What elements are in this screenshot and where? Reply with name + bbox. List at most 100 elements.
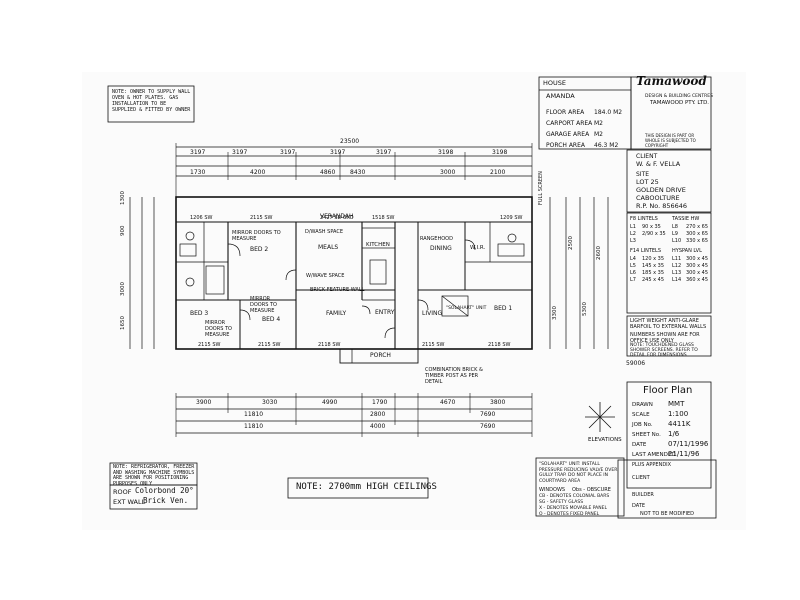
- top-dimension: 3197: [330, 149, 346, 156]
- lintel-code: L5: [630, 263, 636, 269]
- area-value: 184.0 M2: [594, 109, 623, 116]
- legend-row: SG - SAFETY GLASS: [539, 500, 584, 505]
- bottom-dimension: 4670: [440, 399, 456, 406]
- lintel-code: L12: [672, 263, 682, 269]
- title-value: 4411K: [668, 420, 691, 428]
- bottom-dimension: 3800: [490, 399, 506, 406]
- title-label: DRAWN: [632, 402, 653, 408]
- lintel-code: L3: [630, 238, 636, 244]
- signature-builder: BUILDER: [632, 492, 654, 498]
- lintel-size: 145 x 35: [642, 263, 665, 269]
- lintel-code: L14: [672, 277, 682, 283]
- room-kitchen: KITCHEN: [366, 242, 390, 248]
- mirror-doors-bed3: MIRROR DOORS TO MEASURE: [205, 320, 232, 338]
- room-wwave: W/WAVE SPACE: [306, 273, 345, 279]
- lintel-title: TASSIE HW: [672, 216, 700, 222]
- title-value: 1:100: [668, 410, 689, 418]
- lintel-title: HYSPAN LVL: [672, 248, 702, 254]
- bottom-dimension-3: 4000: [370, 423, 386, 430]
- window-label: 2115 SW: [422, 342, 445, 348]
- room-meals: MEALS: [318, 244, 339, 251]
- room-family: FAMILY: [326, 310, 347, 317]
- signature-date: DATE: [632, 503, 646, 509]
- title-label: SCALE: [632, 412, 650, 418]
- bottom-dimension-2: 7690: [480, 411, 496, 418]
- lintel-code: L9: [672, 231, 678, 237]
- top-dimension: 3198: [438, 149, 454, 156]
- lintel-size: 245 x 45: [642, 277, 665, 283]
- lintel-code: L13: [672, 270, 682, 276]
- company-name: TAMAWOOD PTY. LTD.: [650, 100, 710, 106]
- ext-wall-label: EXT WALL: [113, 498, 146, 506]
- title-label: JOB No.: [632, 422, 653, 428]
- title-appendix: PLUS APPENDIX: [632, 462, 672, 468]
- lintel-size: 2/90 x 35: [642, 231, 666, 237]
- client-label: CLIENT: [636, 153, 658, 160]
- lintel-code: L6: [630, 270, 636, 276]
- legend-row: CB - DENOTES COLONIAL BARS: [539, 494, 610, 499]
- room-bed4: BED 4: [262, 316, 281, 323]
- right-dimension: 5300: [582, 302, 588, 316]
- site-line: LOT 25: [636, 178, 659, 186]
- title-label: DATE: [632, 442, 647, 448]
- top-dimension-2: 8430: [350, 169, 366, 176]
- window-label: 2115 SW: [258, 342, 281, 348]
- window-label: 1206 SW: [190, 215, 213, 221]
- lintel-code: L8: [672, 224, 678, 230]
- site-line: GOLDEN DRIVE: [636, 186, 686, 194]
- lintel-size: 330 x 65: [686, 238, 709, 244]
- lintel-size: 300 x 45: [686, 263, 709, 269]
- bottom-dimension-2: 11810: [244, 411, 264, 418]
- numbers-note: NUMBERS SHOWN ARE FOR OFFICE USE ONLY: [630, 332, 700, 344]
- solahart-unit: "SOLAHART" UNIT: [446, 306, 487, 311]
- lintel-title: F14 LINTELS: [630, 248, 662, 254]
- lintel-size: 300 x 45: [686, 256, 709, 262]
- ext-wall-value: Brick Ven.: [143, 496, 189, 505]
- lintel-code: L7: [630, 277, 636, 283]
- lintel-size: 90 x 35: [642, 224, 661, 230]
- bottom-dimension: 4990: [322, 399, 338, 406]
- bottom-dimension-3: 7690: [480, 423, 496, 430]
- room-verandah: VERANDAH: [320, 213, 354, 220]
- left-dimension: 1650: [120, 316, 126, 330]
- appliances-note: NOTE: REFRIGERATOR, FREEZER AND WASHING …: [113, 464, 195, 487]
- area-value: M2: [594, 120, 603, 127]
- top-dimension-2: 2100: [490, 169, 506, 176]
- lintel-size: 300 x 45: [686, 270, 709, 276]
- solahart-note: "SOLAHART" UNIT: INSTALL PRESSURE REDUCI…: [539, 462, 618, 484]
- light-weight-note: LIGHT WEIGHT ANTI-GLARE BARFOIL TO EXTER…: [630, 318, 707, 330]
- window-label: 2115 SW: [250, 215, 273, 221]
- lintel-code: L11: [672, 256, 682, 262]
- room-wir: W.I.R.: [470, 245, 486, 251]
- area-value: M2: [594, 131, 603, 138]
- company-logo: Tamawood: [636, 74, 707, 88]
- legend-row: X - DENOTES MOVABLE PANEL: [539, 506, 607, 511]
- top-dimension: 3198: [492, 149, 508, 156]
- site-line: CABOOLTURE: [636, 194, 680, 202]
- room-bed1: BED 1: [494, 305, 513, 312]
- top-dimension-2: 4860: [320, 169, 336, 176]
- bottom-dimension-3: 11810: [244, 423, 264, 430]
- signature-footer: NOT TO BE MODIFIED: [640, 511, 695, 517]
- room-dwash: D/WASH SPACE: [305, 229, 344, 235]
- bottom-dimension: 1790: [372, 399, 388, 406]
- lintel-size: 360 x 45: [686, 277, 709, 283]
- bottom-dimension: 3030: [262, 399, 278, 406]
- drawing-sheet: [82, 72, 746, 530]
- area-label: GARAGE AREA: [546, 131, 590, 138]
- left-dimension: 1300: [120, 191, 126, 205]
- area-label: CARPORT AREA: [546, 120, 593, 127]
- drawing-number: 59006: [626, 360, 646, 367]
- title-value: MMT: [668, 400, 685, 408]
- owner-supply-note: NOTE: OWNER TO SUPPLY WALL OVEN & HOT PL…: [112, 89, 191, 113]
- lintel-code: L10: [672, 238, 682, 244]
- left-dimension: 900: [120, 225, 126, 237]
- window-label: 2118 SW: [488, 342, 511, 348]
- area-label: PORCH AREA: [546, 142, 585, 149]
- lintel-size: 300 x 65: [686, 231, 709, 237]
- right-dimension: 2600: [596, 246, 602, 260]
- client-name: W. & F. VELLA: [636, 160, 681, 168]
- title-value: 1/6: [668, 430, 680, 438]
- full-screen-label: FULL SCREEN: [538, 171, 544, 205]
